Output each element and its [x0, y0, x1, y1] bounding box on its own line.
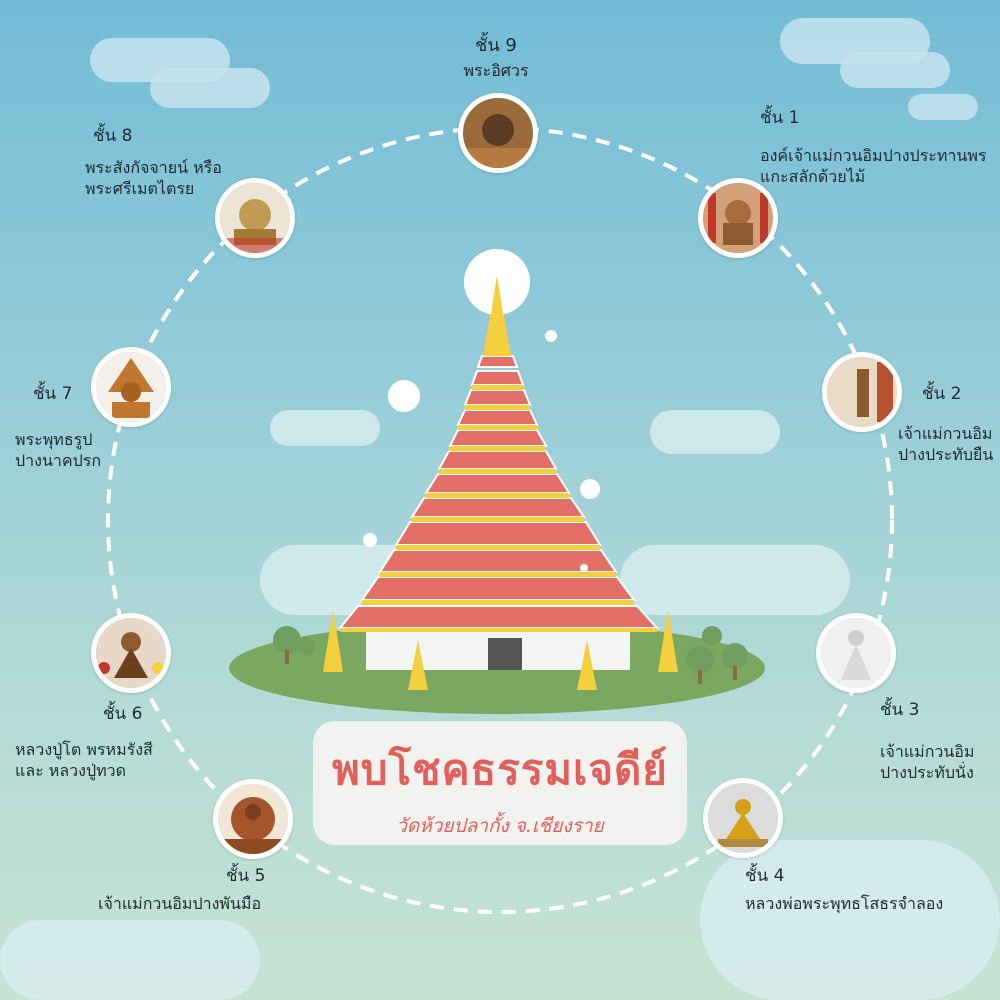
cloud — [840, 52, 950, 88]
floor-description: เจ้าแม่กวนอิม — [898, 424, 993, 443]
floor-6-label: ชั้น 6 หลวงปู่โต พรหมรังสี และ หลวงปู่ทว… — [15, 704, 153, 781]
floor-description: เจ้าแม่กวนอิม — [880, 742, 975, 761]
floor-description: พระศรีเมตไตรย — [85, 179, 195, 198]
floor-8-label: ชั้น 8 พระสังกัจจายน์ หรือ พระศรีเมตไตรย — [85, 126, 222, 199]
subtitle: วัดห้วยปลากั้ง จ.เชียงราย — [396, 815, 604, 837]
floor-number: ชั้น 1 — [760, 108, 800, 128]
cloud — [0, 920, 260, 1000]
cloud — [150, 68, 270, 108]
floor-description: เจ้าแม่กวนอิมปางพันมือ — [98, 894, 262, 913]
floor-description: องค์เจ้าแม่กวนอิมปางประทานพร — [760, 146, 987, 165]
floor-description: หลวงปู่โต พรหมรังสี — [15, 740, 153, 759]
cloud — [270, 410, 380, 446]
floor-number: ชั้น 7 — [33, 384, 73, 404]
floor-description: พระพุทธรูป — [15, 430, 93, 449]
cloud — [650, 410, 780, 454]
floor-3-label: ชั้น 3 เจ้าแม่กวนอิม ปางประทับนั่ง — [880, 700, 974, 783]
floor-9-label: ชั้น 9 พระอิศวร — [446, 35, 546, 81]
floor-description: ปางประทับยืน — [898, 445, 994, 464]
floor-description: หลวงพ่อพระพุทธโสธรจำลอง — [745, 894, 944, 913]
floor-4-label: ชั้น 4 หลวงพ่อพระพุทธโสธรจำลอง — [745, 866, 943, 914]
cloud — [700, 840, 1000, 1000]
floor-description: ปางประทับนั่ง — [880, 763, 974, 782]
floor-5-label: ชั้น 5 เจ้าแม่กวนอิมปางพันมือ — [98, 866, 265, 914]
main-title: พบโชคธรรมเจดีย์ — [332, 745, 668, 794]
title-card: พบโชคธรรมเจดีย์ วัดห้วยปลากั้ง จ.เชียงรา… — [313, 721, 687, 845]
floor-number: ชั้น 8 — [93, 126, 133, 146]
floor-1-label: ชั้น 1 องค์เจ้าแม่กวนอิมปางประทานพร แกะส… — [760, 108, 986, 187]
floor-description: พระอิศวร — [463, 61, 529, 80]
floor-7-label: ชั้น 7 พระพุทธรูป ปางนาคปรก — [15, 384, 101, 471]
floor-number: ชั้น 6 — [103, 704, 143, 724]
cloud — [620, 545, 850, 615]
floor-2-label: ชั้น 2 เจ้าแม่กวนอิม ปางประทับยืน — [898, 384, 993, 465]
cloud — [908, 94, 978, 120]
floor-description: ปางนาคปรก — [15, 451, 102, 470]
floor-description: และ หลวงปู่ทวด — [15, 761, 127, 780]
floor-number: ชั้น 5 — [226, 866, 266, 886]
floor-number: ชั้น 3 — [880, 700, 920, 720]
floor-description: แกะสลักด้วยไม้ — [760, 167, 866, 186]
floor-description: พระสังกัจจายน์ หรือ — [85, 158, 222, 177]
floor-number: ชั้น 9 — [475, 35, 517, 56]
floor-number: ชั้น 2 — [922, 384, 962, 404]
floor-number: ชั้น 4 — [745, 866, 785, 886]
